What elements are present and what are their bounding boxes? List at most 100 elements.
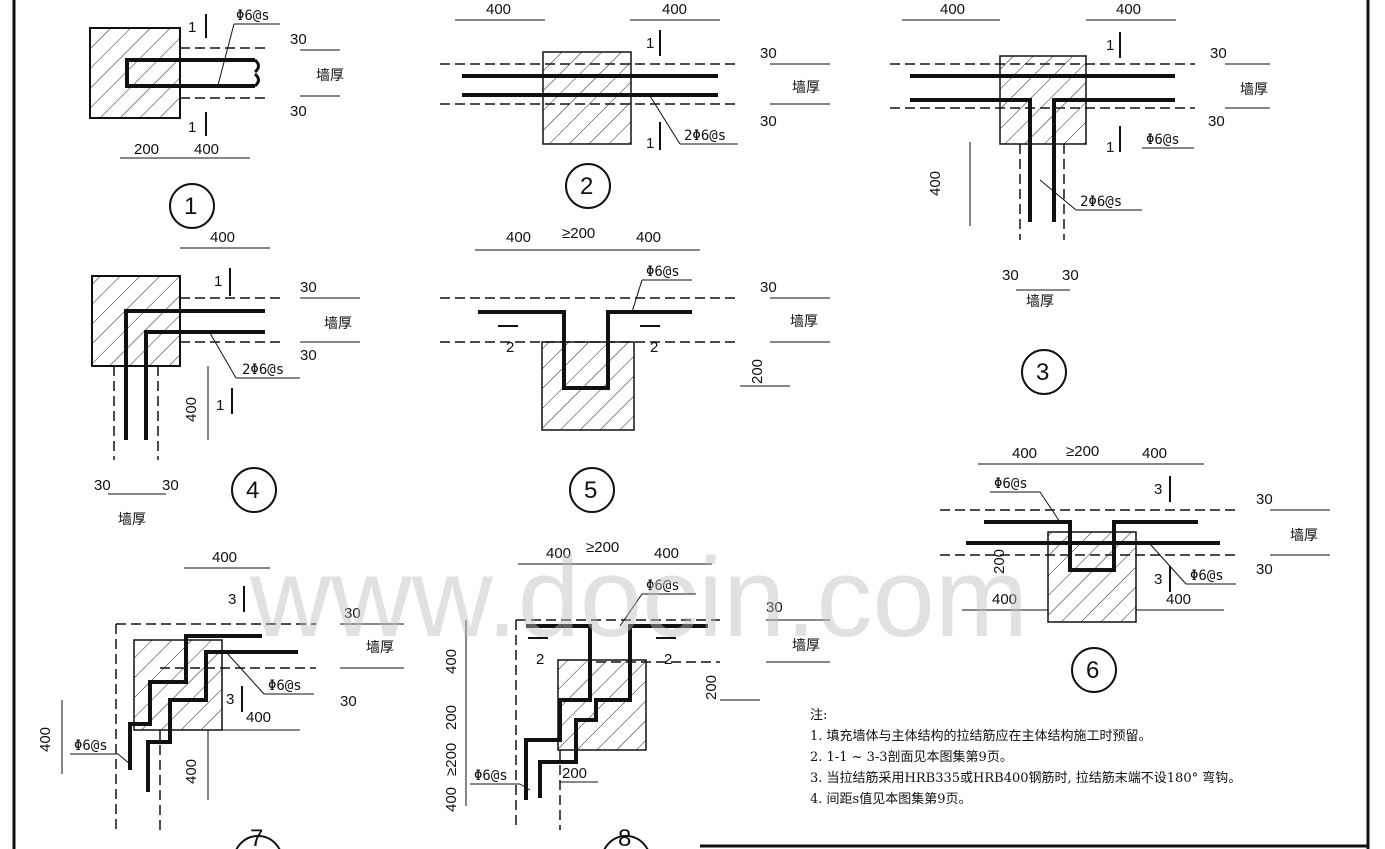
dim-text: 30 bbox=[1002, 267, 1019, 284]
dim-text: 墙厚 bbox=[790, 314, 818, 330]
leader bbox=[217, 23, 235, 86]
dim-text: 墙厚 bbox=[1290, 528, 1318, 544]
dim-text: 400 bbox=[183, 397, 200, 422]
note-item: 3. 当拉结筋采用HRB335或HRB400钢筋时, 拉结筋末端不设180° 弯… bbox=[810, 771, 1242, 786]
dim-text: 400 bbox=[486, 1, 511, 18]
detail-number: 3 bbox=[1036, 359, 1049, 386]
dim-text: 400 bbox=[1116, 1, 1141, 18]
dim-text: 30 bbox=[162, 477, 179, 494]
dim-text: 30 bbox=[760, 45, 777, 62]
detail-number-circle bbox=[231, 467, 277, 513]
detail-8: 400 ≥200 400 Φ6@s 2 2 400 200 ≥200 400 Φ… bbox=[443, 539, 830, 849]
dim-text: 200 bbox=[703, 675, 720, 700]
detail-5: 400 ≥200 400 Φ6@s 2 2 墙厚 30 200 5 bbox=[440, 225, 830, 513]
section-mark: 2 bbox=[650, 339, 658, 356]
tie-bar bbox=[910, 98, 1032, 222]
dim-text: 400 bbox=[1166, 591, 1191, 608]
dim-text: 30 bbox=[94, 477, 111, 494]
leader bbox=[225, 651, 265, 695]
dim-text: 400 bbox=[183, 759, 200, 784]
detail-6: 400 ≥200 400 Φ6@s 3 3 Φ6@s 200 400 400 墙… bbox=[940, 443, 1330, 693]
rebar-label: Φ6@s bbox=[1190, 568, 1224, 584]
column-section bbox=[1047, 531, 1137, 623]
dim-text: 400 bbox=[992, 591, 1017, 608]
leader bbox=[1149, 543, 1187, 585]
notes-title: 注: bbox=[810, 708, 828, 723]
dim-text: 400 bbox=[1142, 445, 1167, 462]
section-mark: 1 bbox=[1106, 139, 1114, 156]
dim-text: 400 bbox=[654, 545, 679, 562]
rebar-label: 2Φ6@s bbox=[684, 128, 726, 144]
rebar-label: Φ6@s bbox=[474, 768, 508, 784]
column-section bbox=[557, 659, 647, 751]
detail-number: 2 bbox=[580, 173, 593, 200]
dim-text: 30 bbox=[300, 347, 317, 364]
dim-text: 400 bbox=[940, 1, 965, 18]
column-section bbox=[89, 27, 181, 119]
section-mark: 2 bbox=[506, 339, 514, 356]
dim-text: 墙厚 bbox=[324, 316, 352, 332]
rebar-label: 2Φ6@s bbox=[1080, 194, 1122, 210]
detail-number: 8 bbox=[618, 825, 631, 849]
leader bbox=[631, 279, 643, 313]
dim-text: 30 bbox=[290, 103, 307, 120]
section-mark: 3 bbox=[228, 591, 236, 608]
watermark: www.docin.com bbox=[249, 535, 1028, 660]
dim-text: 30 bbox=[340, 693, 357, 710]
tie-bar bbox=[984, 520, 1198, 572]
leader bbox=[519, 783, 531, 791]
dim-text: 墙厚 bbox=[792, 80, 820, 96]
dim-text: 400 bbox=[443, 787, 460, 812]
tie-bar bbox=[125, 58, 255, 88]
dim-text: 400 bbox=[212, 549, 237, 566]
tie-bar bbox=[538, 624, 708, 798]
detail-3: 400 400 1 1 Φ6@s 2Φ6@s 400 墙厚 30 30 30 3… bbox=[890, 1, 1270, 395]
dim-text: ≥200 bbox=[586, 539, 619, 556]
tie-bar bbox=[478, 310, 692, 390]
dim-text: 墙厚 bbox=[1240, 82, 1268, 98]
dim-text: 400 bbox=[443, 649, 460, 674]
dim-text: 30 bbox=[290, 31, 307, 48]
note-item: 4. 间距s值见本图集第9页。 bbox=[810, 792, 972, 807]
section-mark: 1 bbox=[216, 397, 224, 414]
dim-text: ≥200 bbox=[443, 743, 460, 776]
dim-text: 400 bbox=[37, 727, 54, 752]
dim-text: 400 bbox=[927, 171, 944, 196]
dim-text: 200 bbox=[991, 549, 1008, 574]
detail-number: 5 bbox=[584, 477, 597, 504]
leader bbox=[649, 95, 681, 145]
leader bbox=[1039, 491, 1061, 523]
rebar-label: Φ6@s bbox=[1146, 132, 1180, 148]
dim-text: 30 bbox=[1210, 45, 1227, 62]
leader bbox=[1039, 179, 1077, 211]
dim-text: ≥200 bbox=[562, 225, 595, 242]
dim-text: 400 bbox=[636, 229, 661, 246]
dim-text: 30 bbox=[300, 279, 317, 296]
detail-number: 1 bbox=[184, 193, 197, 220]
detail-number-circle bbox=[565, 163, 611, 209]
tie-bar bbox=[124, 309, 265, 440]
detail-number: 6 bbox=[1086, 657, 1099, 684]
section-mark: 2 bbox=[536, 651, 544, 668]
tie-bar bbox=[128, 634, 262, 770]
section-mark: 1 bbox=[214, 273, 222, 290]
rebar-label: Φ6@s bbox=[74, 738, 108, 754]
dim-text: 400 bbox=[194, 141, 219, 158]
section-mark: 1 bbox=[188, 19, 196, 36]
section-mark: 1 bbox=[646, 35, 654, 52]
dim-text: 30 bbox=[1062, 267, 1079, 284]
hook bbox=[253, 72, 260, 88]
leader bbox=[209, 332, 237, 379]
detail-number-circle bbox=[169, 183, 215, 229]
dim-text: 400 bbox=[506, 229, 531, 246]
section-mark: 3 bbox=[226, 691, 234, 708]
section-mark: 1 bbox=[1106, 37, 1114, 54]
detail-number-circle bbox=[1021, 349, 1067, 395]
tie-bar bbox=[144, 330, 265, 440]
column-section bbox=[542, 51, 632, 145]
dim-text: 30 bbox=[760, 113, 777, 130]
detail-number: 4 bbox=[246, 477, 259, 504]
rebar-label: Φ6@s bbox=[236, 8, 270, 24]
rebar-label: 2Φ6@s bbox=[242, 362, 284, 378]
leader bbox=[117, 753, 131, 765]
